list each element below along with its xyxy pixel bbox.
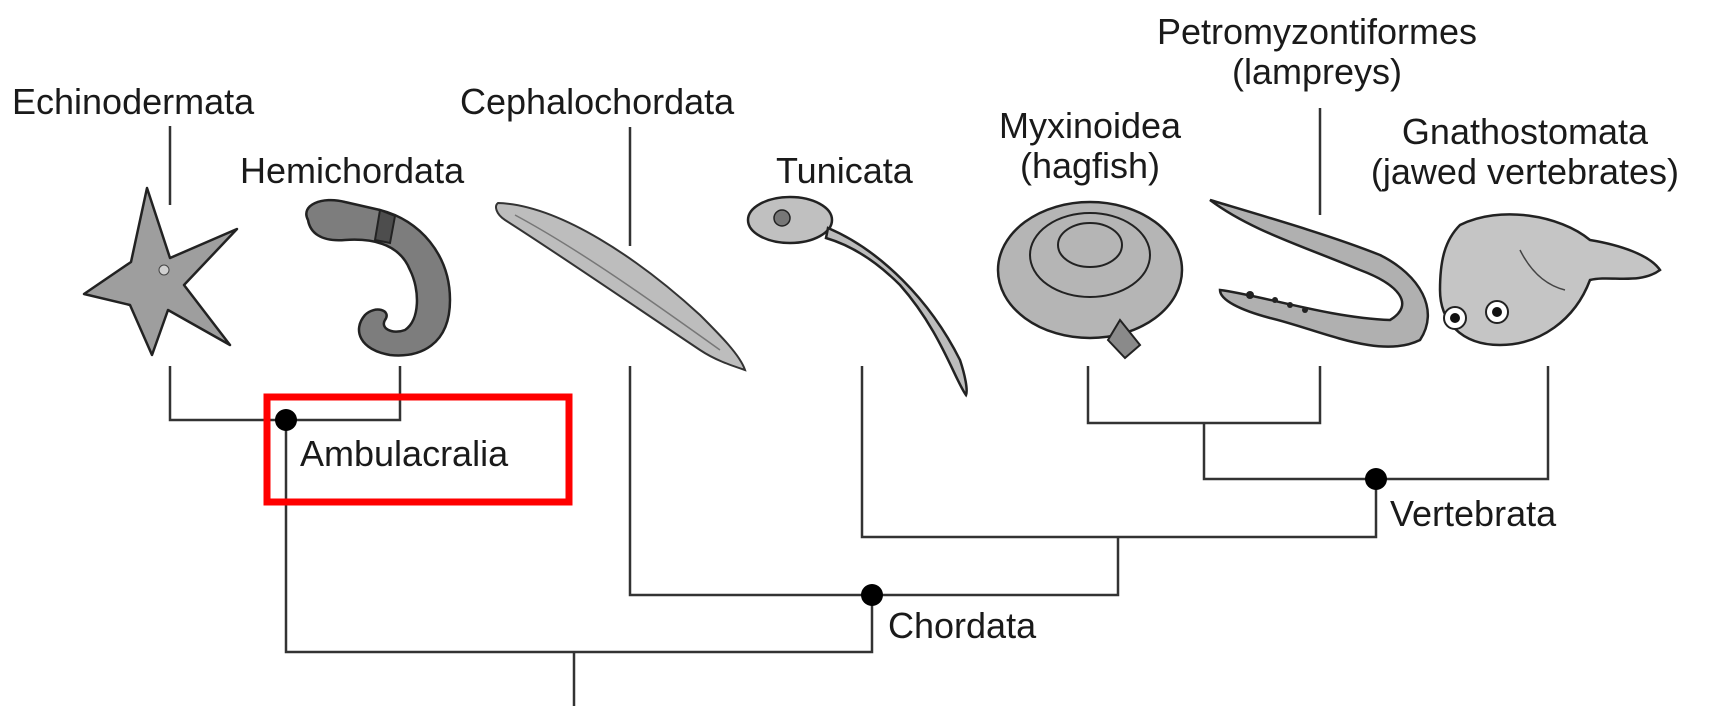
ambulacralia-node (275, 409, 297, 431)
label-gnathostomata-name: Gnathostomata (1340, 112, 1710, 152)
label-gnathostomata: Gnathostomata (jawed vertebrates) (1340, 112, 1710, 192)
label-gnathostomata-common: (jawed vertebrates) (1340, 152, 1710, 192)
label-myxinoidea-common: (hagfish) (980, 146, 1200, 186)
label-myxinoidea: Myxinoidea (hagfish) (980, 106, 1200, 186)
acorn-worm-illustration (306, 200, 450, 355)
hagfish-illustration (998, 202, 1182, 358)
lamprey-illustration (1210, 200, 1428, 347)
label-hemichordata: Hemichordata (240, 151, 464, 191)
label-cephalochordata: Cephalochordata (460, 82, 734, 122)
cyclostome-branch (1088, 366, 1320, 423)
tunicate-illustration (748, 197, 967, 395)
label-petromyzontiformes-name: Petromyzontiformes (1122, 12, 1512, 52)
lancelet-illustration (496, 203, 745, 370)
chordata-branch (630, 366, 1118, 595)
gnathostome-illustration (1440, 214, 1660, 345)
tree-branches (170, 108, 1548, 706)
label-tunicata: Tunicata (776, 151, 913, 191)
label-ambulacralia: Ambulacralia (300, 434, 508, 474)
label-chordata: Chordata (888, 606, 1036, 646)
label-petromyzontiformes: Petromyzontiformes (lampreys) (1122, 12, 1512, 92)
label-petromyzontiformes-common: (lampreys) (1122, 52, 1512, 92)
olfactores-branch (862, 366, 1376, 537)
vertebrata-node (1365, 468, 1387, 490)
label-echinodermata: Echinodermata (12, 82, 254, 122)
chordata-node (861, 584, 883, 606)
starfish-illustration (84, 188, 237, 355)
label-vertebrata: Vertebrata (1390, 494, 1556, 534)
label-myxinoidea-name: Myxinoidea (980, 106, 1200, 146)
